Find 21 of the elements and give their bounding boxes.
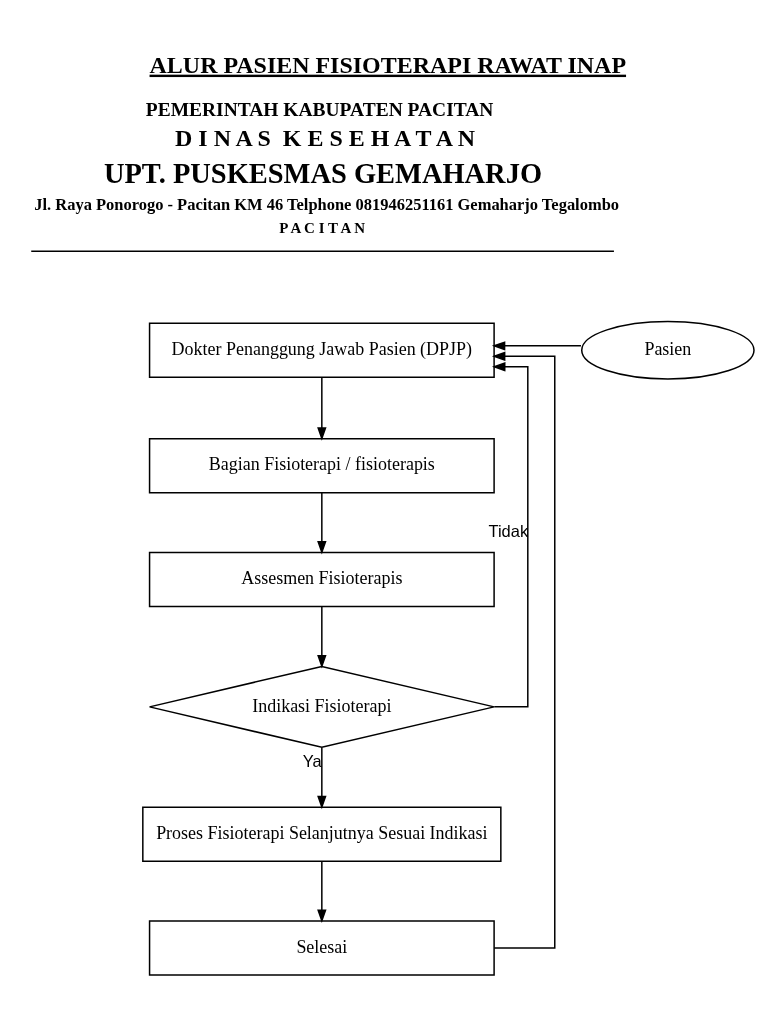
label: P A C I T A N	[279, 220, 366, 237]
node-ellipse: Pasien	[581, 320, 755, 380]
arrow	[317, 860, 327, 924]
arrow	[491, 362, 529, 708]
node-box: Bagian Fisioterapi / fisioterapis	[148, 438, 495, 494]
node-diamond: Indikasi Fisioterapi	[148, 665, 495, 749]
label: Jl. Raya Ponorogo - Pacitan KM 46 Telphone 081946251161 Gemaharjo Tegalombo	[34, 195, 620, 215]
label: D I N A S K E S E H A T A N	[175, 125, 476, 152]
node-box: Proses Fisioterapi Selanjutnya Sesuai Indikasi	[142, 806, 502, 862]
arrow	[491, 351, 556, 949]
arrow	[317, 491, 327, 555]
arrow	[317, 605, 327, 669]
node-box: Assesmen Fisioterapis	[148, 551, 495, 608]
node-box: Dokter Penanggung Jawab Pasien (DPJP)	[148, 322, 495, 378]
diagram-title: ALUR PASIEN FISIOTERAPI RAWAT INAP	[149, 51, 627, 78]
arrow	[317, 376, 327, 441]
label: UPT. PUSKESMAS GEMAHARJO	[103, 157, 543, 189]
node-box: Selesai	[148, 920, 495, 976]
label: PEMERINTAH KABUPATEN PACITAN	[145, 98, 494, 120]
arrow	[491, 341, 582, 351]
arrow	[317, 747, 327, 810]
